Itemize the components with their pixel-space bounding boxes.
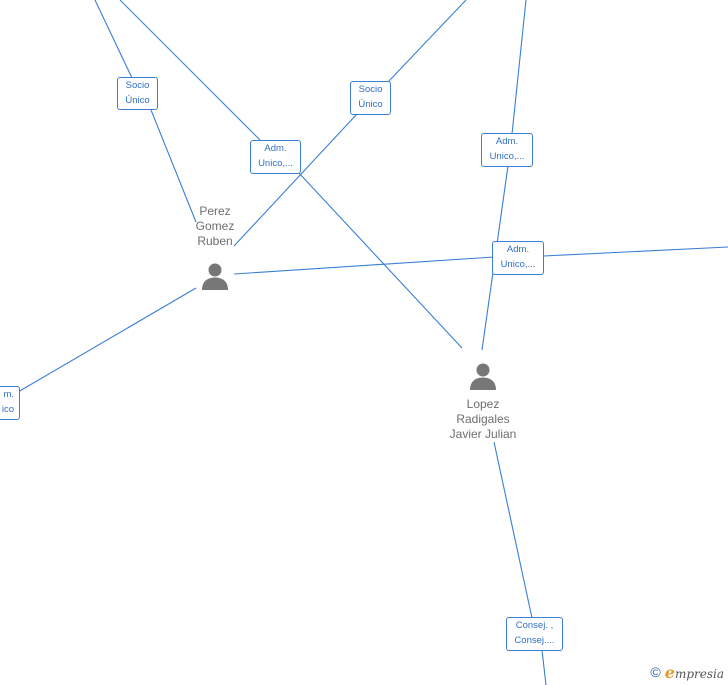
edge: [511, 0, 527, 135]
relation-adm-unico[interactable]: Adm. Unico,...: [492, 241, 544, 275]
brand-logo: empresia: [664, 662, 724, 682]
edge: [119, 0, 263, 143]
relation-label-line: ico: [1, 404, 14, 415]
edge: [150, 109, 197, 223]
person-node[interactable]: Lopez Radigales Javier Julian: [440, 361, 526, 442]
copyright-icon: ©: [650, 664, 661, 680]
relation-adm-unico[interactable]: Adm. Unico,...: [481, 133, 533, 167]
relation-label-line: Único: [125, 95, 150, 106]
relation-label-line: Unico,...: [258, 158, 293, 169]
relation-adm-unico-cropped[interactable]: m. ico: [0, 386, 20, 420]
person-icon: [470, 363, 496, 390]
relation-label-line: Adm.: [495, 136, 519, 147]
person-name-line: Perez: [199, 204, 231, 218]
edge: [94, 0, 133, 79]
footer-brand: © empresia: [650, 662, 724, 682]
relation-label-line: Único: [358, 99, 383, 110]
person-node[interactable]: Perez Gomez Ruben: [180, 204, 250, 291]
edge: [493, 441, 533, 619]
person-name-line: Gomez: [195, 219, 235, 233]
person-name-line: Radigales: [456, 412, 510, 426]
relation-label-line: Unico,...: [500, 259, 536, 270]
person-icon: [202, 263, 228, 290]
edge: [543, 246, 728, 257]
edge: [17, 287, 197, 393]
relation-label-line: Unico,...: [489, 151, 525, 162]
relation-consejero[interactable]: Consej. , Consej....: [506, 617, 563, 651]
edge: [541, 649, 547, 685]
relation-label-line: Socio: [358, 84, 383, 95]
edge: [233, 256, 495, 275]
relation-adm-unico[interactable]: Adm. Unico,...: [250, 140, 301, 174]
relation-label-line: Consej. ,: [515, 620, 554, 631]
relation-label-line: Adm.: [264, 143, 287, 154]
relation-label-line: Adm.: [506, 244, 530, 255]
relation-label-line: m.: [3, 389, 14, 400]
relation-label-line: Socio: [125, 80, 150, 91]
edge: [233, 113, 358, 247]
relation-socio-unico[interactable]: Socio Único: [350, 81, 391, 115]
edge: [387, 0, 467, 83]
person-name-line: Lopez: [466, 397, 500, 411]
edge: [297, 171, 463, 349]
person-name-line: Javier Julian: [449, 427, 517, 441]
relation-socio-unico[interactable]: Socio Único: [117, 77, 158, 110]
relation-label-line: Consej....: [514, 635, 555, 646]
person-name-line: Ruben: [197, 234, 233, 248]
